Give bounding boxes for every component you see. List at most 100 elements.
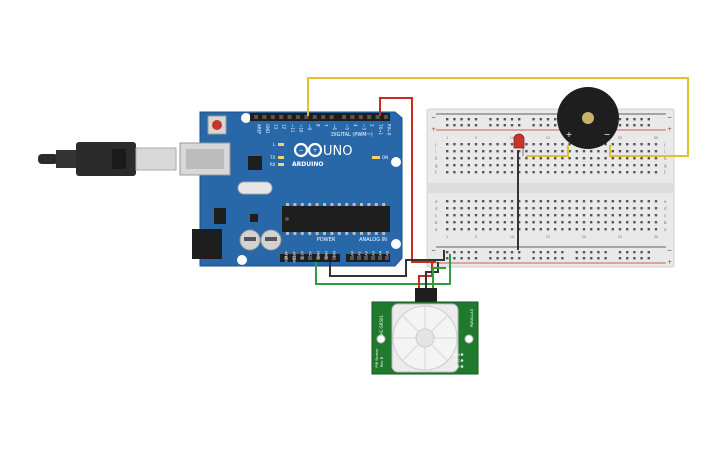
breadboard-hole[interactable] <box>582 150 586 153</box>
breadboard-hole[interactable] <box>453 214 456 217</box>
rail-hole[interactable] <box>575 257 578 260</box>
breadboard-hole[interactable] <box>496 143 499 146</box>
rail-hole[interactable] <box>474 251 478 254</box>
breadboard-hole[interactable] <box>654 221 658 224</box>
breadboard-hole[interactable] <box>525 157 528 160</box>
digital-pin-hole[interactable] <box>304 115 309 119</box>
breadboard-hole[interactable] <box>633 150 636 153</box>
rail-hole[interactable] <box>554 251 557 254</box>
breadboard-hole[interactable] <box>582 171 586 174</box>
breadboard-hole[interactable] <box>626 157 629 160</box>
rail-hole[interactable] <box>489 251 492 254</box>
rail-hole[interactable] <box>633 124 636 127</box>
digital-pin-hole[interactable] <box>367 115 372 119</box>
digital-pin-hole[interactable] <box>287 115 292 119</box>
breadboard-hole[interactable] <box>546 200 550 203</box>
breadboard-hole[interactable] <box>597 150 600 153</box>
rail-hole[interactable] <box>618 124 622 127</box>
breadboard-hole[interactable] <box>474 221 478 224</box>
rail-hole[interactable] <box>618 257 622 260</box>
breadboard-hole[interactable] <box>561 207 564 210</box>
breadboard-hole[interactable] <box>654 207 658 210</box>
breadboard-hole[interactable] <box>460 200 463 203</box>
breadboard-hole[interactable] <box>546 171 550 174</box>
rail-hole[interactable] <box>460 251 463 254</box>
breadboard-hole[interactable] <box>482 200 485 203</box>
breadboard-hole[interactable] <box>654 171 658 174</box>
breadboard-hole[interactable] <box>496 150 499 153</box>
breadboard-hole[interactable] <box>654 143 658 146</box>
breadboard-hole[interactable] <box>575 164 578 167</box>
breadboard-hole[interactable] <box>503 200 506 203</box>
breadboard-hole[interactable] <box>482 150 485 153</box>
breadboard-hole[interactable] <box>597 207 600 210</box>
breadboard-hole[interactable] <box>568 150 571 153</box>
breadboard-hole[interactable] <box>539 200 542 203</box>
rail-hole[interactable] <box>597 251 600 254</box>
breadboard-hole[interactable] <box>618 157 622 160</box>
rail-hole[interactable] <box>618 251 622 254</box>
wire-yellow-buzzer-minus[interactable] <box>307 77 689 157</box>
breadboard-hole[interactable] <box>640 157 643 160</box>
rail-hole[interactable] <box>503 257 506 260</box>
breadboard-hole[interactable] <box>460 150 463 153</box>
power-pin-hole[interactable] <box>308 256 312 260</box>
breadboard-hole[interactable] <box>489 171 492 174</box>
breadboard-hole[interactable] <box>575 214 578 217</box>
digital-pin-hole[interactable] <box>270 115 275 119</box>
digital-pin-hole[interactable] <box>254 115 258 119</box>
breadboard-hole[interactable] <box>453 171 456 174</box>
breadboard-hole[interactable] <box>532 200 535 203</box>
rail-hole[interactable] <box>633 118 636 121</box>
breadboard-hole[interactable] <box>539 164 542 167</box>
breadboard-hole[interactable] <box>618 150 622 153</box>
breadboard-hole[interactable] <box>561 214 564 217</box>
breadboard-hole[interactable] <box>482 228 485 231</box>
breadboard-hole[interactable] <box>647 207 650 210</box>
breadboard-hole[interactable] <box>561 157 564 160</box>
power-pin-hole[interactable] <box>284 256 288 260</box>
breadboard-hole[interactable] <box>482 221 485 224</box>
breadboard-hole[interactable] <box>640 221 643 224</box>
breadboard-hole[interactable] <box>582 221 586 224</box>
breadboard-hole[interactable] <box>640 207 643 210</box>
analog-pin-hole[interactable] <box>385 256 389 260</box>
breadboard-hole[interactable] <box>453 157 456 160</box>
breadboard-hole[interactable] <box>575 221 578 224</box>
rail-hole[interactable] <box>546 124 550 127</box>
breadboard-hole[interactable] <box>647 171 650 174</box>
analog-pin-hole[interactable] <box>357 256 361 260</box>
breadboard-hole[interactable] <box>482 164 485 167</box>
breadboard-hole[interactable] <box>467 214 470 217</box>
breadboard-hole[interactable] <box>525 150 528 153</box>
breadboard-hole[interactable] <box>654 214 658 217</box>
breadboard-hole[interactable] <box>546 143 550 146</box>
breadboard-hole[interactable] <box>618 228 622 231</box>
breadboard-hole[interactable] <box>597 221 600 224</box>
rail-hole[interactable] <box>496 251 499 254</box>
breadboard-hole[interactable] <box>611 228 614 231</box>
breadboard-hole[interactable] <box>474 171 478 174</box>
breadboard-hole[interactable] <box>503 143 506 146</box>
rail-hole[interactable] <box>597 257 600 260</box>
breadboard-hole[interactable] <box>633 164 636 167</box>
breadboard-hole[interactable] <box>626 207 629 210</box>
breadboard-hole[interactable] <box>604 221 607 224</box>
breadboard-hole[interactable] <box>503 164 506 167</box>
breadboard-hole[interactable] <box>474 157 478 160</box>
breadboard-hole[interactable] <box>604 157 607 160</box>
breadboard-hole[interactable] <box>539 157 542 160</box>
rail-hole[interactable] <box>467 257 470 260</box>
breadboard-hole[interactable] <box>626 200 629 203</box>
digital-pin-hole[interactable] <box>296 115 300 119</box>
wire-yellow-led-buzzer[interactable] <box>526 145 569 157</box>
rail-hole[interactable] <box>460 124 463 127</box>
breadboard-hole[interactable] <box>618 143 622 146</box>
breadboard-hole[interactable] <box>510 143 514 146</box>
breadboard-hole[interactable] <box>453 228 456 231</box>
analog-pin-hole[interactable] <box>371 256 375 260</box>
breadboard-hole[interactable] <box>561 221 564 224</box>
breadboard-hole[interactable] <box>503 150 506 153</box>
breadboard-hole[interactable] <box>554 207 557 210</box>
breadboard-hole[interactable] <box>568 221 571 224</box>
